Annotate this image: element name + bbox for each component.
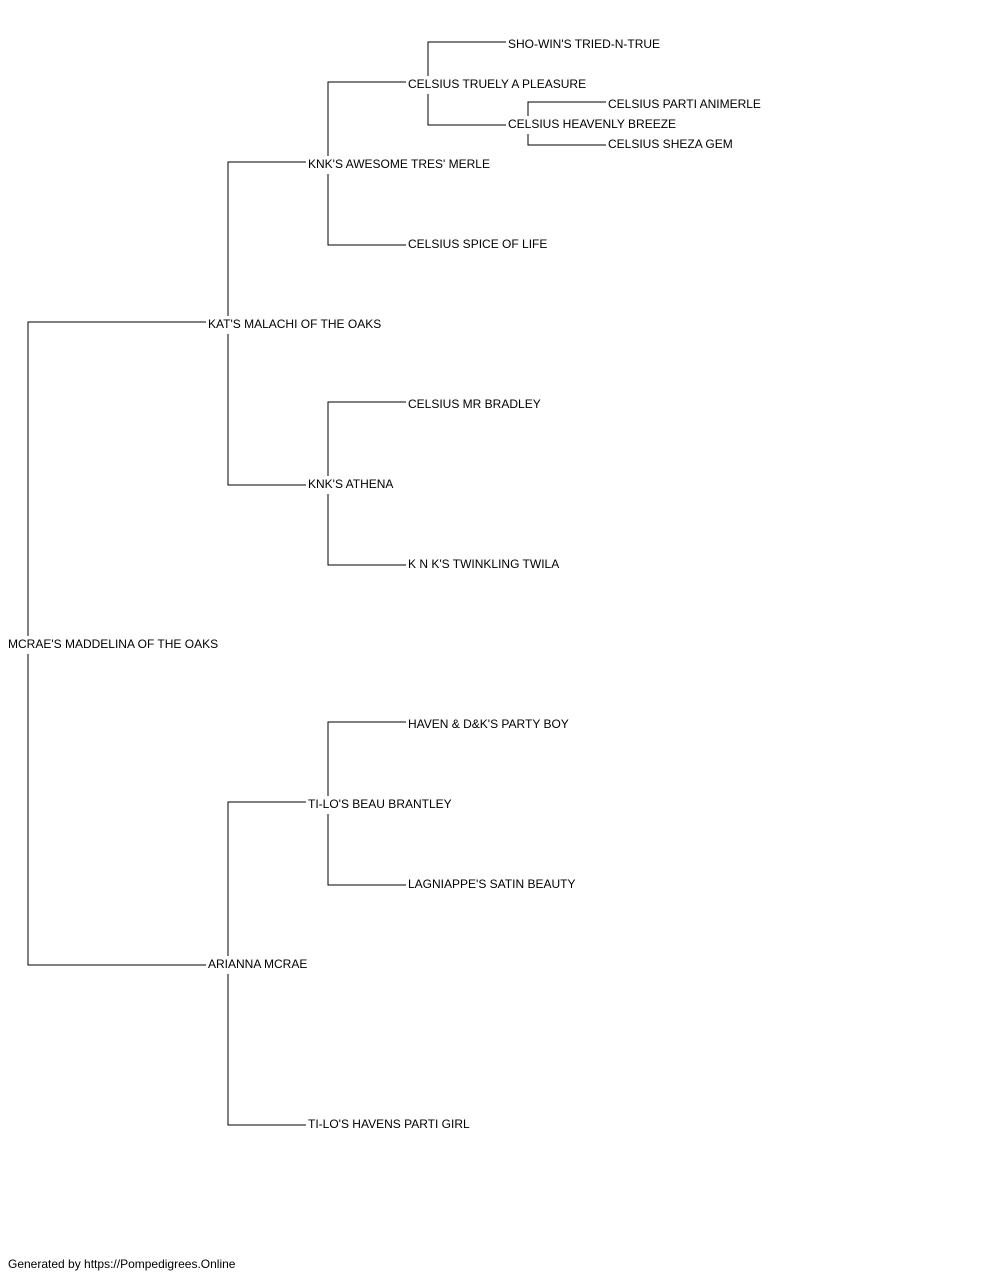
connector-sssd-sire <box>527 101 606 116</box>
ssd-name: CELSIUS SPICE OF LIFE <box>408 237 547 251</box>
pedigree-labels: MCRAE'S MADDELINA OF THE OAKS KAT'S MALA… <box>8 37 761 1131</box>
dam-sire-name: TI-LO'S BEAU BRANTLEY <box>308 797 452 811</box>
sire-dam-name: KNK'S ATHENA <box>308 477 393 491</box>
connector-ss-dam <box>327 174 406 246</box>
dss-name: HAVEN & D&K'S PARTY BOY <box>408 717 569 731</box>
sss-name: CELSIUS TRUELY A PLEASURE <box>408 77 586 91</box>
sssdd-name: CELSIUS SHEZA GEM <box>608 137 733 151</box>
sire-sire-name: KNK'S AWESOME TRES' MERLE <box>308 157 490 171</box>
connector-sire-sire <box>227 161 306 316</box>
connector-ss-sire <box>327 81 406 156</box>
sssds-name: CELSIUS PARTI ANIMERLE <box>608 97 761 111</box>
connector-sire-dam <box>227 334 306 486</box>
ssss-name: SHO-WIN'S TRIED-N-TRUE <box>508 37 660 51</box>
sire-name: KAT'S MALACHI OF THE OAKS <box>208 317 381 331</box>
connector-ds-sire <box>327 721 406 796</box>
connector-sss-dam <box>427 94 506 126</box>
generated-by-footer: Generated by https://Pompedigrees.Online <box>8 1257 236 1271</box>
connector-lines <box>27 41 606 1126</box>
dam-dam-name: TI-LO'S HAVENS PARTI GIRL <box>308 1117 470 1131</box>
dsd-name: LAGNIAPPE'S SATIN BEAUTY <box>408 877 575 891</box>
sds-name: CELSIUS MR BRADLEY <box>408 397 541 411</box>
dam-name: ARIANNA MCRAE <box>208 957 307 971</box>
sssd-name: CELSIUS HEAVENLY BREEZE <box>508 117 676 131</box>
sdd-name: K N K'S TWINKLING TWILA <box>408 557 559 571</box>
subject-name: MCRAE'S MADDELINA OF THE OAKS <box>8 637 218 651</box>
connector-subject-sire <box>27 321 206 636</box>
connector-dam-sire <box>227 801 306 956</box>
connector-sd-dam <box>327 494 406 566</box>
connector-dam-dam <box>227 974 306 1126</box>
connector-sd-sire <box>327 401 406 476</box>
connector-subject-dam <box>27 654 206 966</box>
connector-ds-dam <box>327 814 406 886</box>
connector-sss-sire <box>427 41 506 76</box>
connector-sssd-dam <box>527 134 606 146</box>
